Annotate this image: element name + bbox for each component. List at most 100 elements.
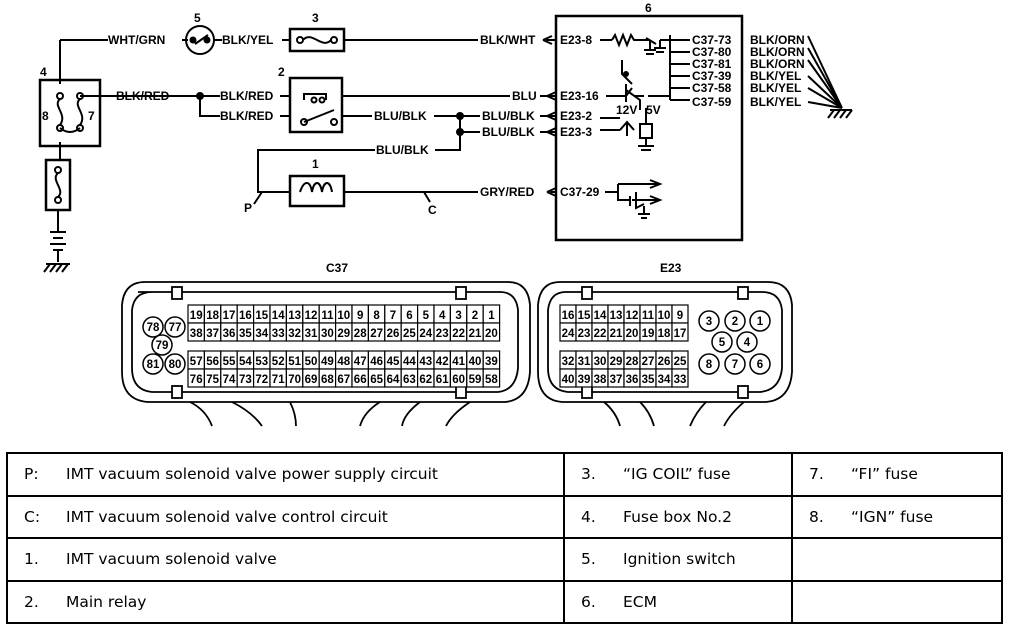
connector-round-pin-number: 6 xyxy=(757,359,763,371)
connector-pin-cell xyxy=(671,368,689,388)
connector-pin-number: 30 xyxy=(321,328,334,340)
terminal-e23-16: E23-16 xyxy=(560,89,599,103)
connector-pin-number: 34 xyxy=(255,328,268,340)
connector-pin-number: 4 xyxy=(439,310,446,322)
connector-pin-number: 49 xyxy=(321,356,334,368)
connector-pin-number: 67 xyxy=(337,374,350,386)
connector-pin-number: 62 xyxy=(419,374,432,386)
connector-pin-number: 34 xyxy=(658,374,671,386)
marker-c: C xyxy=(428,203,437,217)
connector-pin-cell xyxy=(482,322,501,342)
wire-label-blu-blk-e23-2: BLU/BLK xyxy=(482,109,535,123)
connector-round-pin-number: 78 xyxy=(147,322,160,334)
legend-cell: 8.“IGN” fuse xyxy=(791,494,1003,539)
legend-row: P:IMT vacuum solenoid valve power supply… xyxy=(6,452,1003,497)
connector-pin-number: 46 xyxy=(370,356,383,368)
connector-pin-number: 47 xyxy=(354,356,367,368)
wire-label-blu-blk-e23-3: BLU/BLK xyxy=(482,125,535,139)
component-number-7: 7 xyxy=(88,109,95,123)
component-number-2: 2 xyxy=(278,65,285,79)
ground-pin-label: C37-73 xyxy=(692,33,732,47)
connector-pin-number: 37 xyxy=(610,374,623,386)
connector-pin-number: 27 xyxy=(370,328,383,340)
connector-round-pin-number: 8 xyxy=(706,359,713,371)
component-number-8: 8 xyxy=(42,109,49,123)
connector-pin-number: 40 xyxy=(469,356,482,368)
connector-pin-number: 12 xyxy=(305,310,318,322)
connector-pin-number: 40 xyxy=(562,374,575,386)
ground-wire-label: BLK/YEL xyxy=(750,81,801,95)
connector-pin-number: 20 xyxy=(485,328,498,340)
connector-pin-number: 33 xyxy=(272,328,285,340)
legend-cell: 5. Ignition switch xyxy=(563,537,793,582)
connector-pin-number: 64 xyxy=(387,374,400,386)
legend-text: “IGN” fuse xyxy=(851,507,934,526)
connector-pin-number: 15 xyxy=(255,310,268,322)
connector-pin-number: 35 xyxy=(239,328,252,340)
connector-pin-number: 44 xyxy=(403,356,416,368)
connector-pin-number: 37 xyxy=(206,328,219,340)
legend-key: 3. xyxy=(581,465,596,484)
wire-label-blu-blk-relay: BLU/BLK xyxy=(374,109,427,123)
connector-round-pin xyxy=(164,353,186,375)
connector-pin-number: 23 xyxy=(436,328,449,340)
connector-pin-number: 8 xyxy=(373,310,380,322)
connector-pin-number: 42 xyxy=(436,356,449,368)
ground-pin-label: C37-39 xyxy=(692,69,732,83)
legend-text: “FI” fuse xyxy=(851,465,918,484)
legend-row: 1.IMT vacuum solenoid valve 5. Ignition sw… xyxy=(6,537,1003,582)
connector-c37-outline xyxy=(121,281,531,403)
legend-cell: 3.“IG COIL” fuse xyxy=(563,452,793,497)
connector-pin-number: 10 xyxy=(658,310,671,322)
connector-round-pin xyxy=(736,331,758,353)
connector-pin-number: 55 xyxy=(223,356,236,368)
connector-pin-cell xyxy=(671,322,689,342)
connector-pin-number: 32 xyxy=(288,328,301,340)
connector-pin-number: 68 xyxy=(321,374,334,386)
legend-key: 2. xyxy=(24,592,39,611)
connector-pin-number: 17 xyxy=(674,328,687,340)
legend-text: ECM xyxy=(623,592,657,611)
connector-pin-number: 65 xyxy=(370,374,383,386)
legend-text: Ignition switch xyxy=(623,550,736,569)
connector-pin-number: 18 xyxy=(658,328,671,340)
voltage-12v: 12V xyxy=(616,103,637,117)
connector-pin-number: 74 xyxy=(223,374,236,386)
legend-cell: P:IMT vacuum solenoid valve power supply… xyxy=(6,452,565,497)
connector-pin-number: 21 xyxy=(610,328,623,340)
connector-pin-number: 60 xyxy=(452,374,465,386)
connector-pin-number: 73 xyxy=(239,374,252,386)
connector-round-pin xyxy=(698,310,720,332)
connector-round-pin xyxy=(749,310,771,332)
connector-pin-number: 2 xyxy=(472,310,478,322)
component-number-6: 6 xyxy=(645,1,652,15)
connector-round-pin-number: 1 xyxy=(757,316,764,328)
connector-round-pin-number: 3 xyxy=(706,316,712,328)
ground-pin-label: C37-58 xyxy=(692,81,732,95)
connector-pin-number: 6 xyxy=(406,310,412,322)
terminal-c37-29: C37-29 xyxy=(560,185,600,199)
connector-pin-number: 56 xyxy=(206,356,219,368)
legend-key: 1. xyxy=(24,550,39,569)
connector-pin-number: 50 xyxy=(305,356,318,368)
legend-cell: 1.IMT vacuum solenoid valve xyxy=(6,537,565,582)
connector-pin-number: 28 xyxy=(354,328,367,340)
ground-wire-label: BLK/ORN xyxy=(750,57,805,71)
connector-e23-outline xyxy=(537,281,793,403)
connector-pin-number: 22 xyxy=(452,328,465,340)
connector-pin-number: 45 xyxy=(387,356,400,368)
connector-e23-title: E23 xyxy=(660,261,682,275)
connector-round-pin xyxy=(142,316,164,338)
legend-key: 5. xyxy=(581,550,596,569)
connector-c37-title: C37 xyxy=(326,261,348,275)
connector-pin-cell xyxy=(482,368,501,388)
connector-pin-number: 29 xyxy=(610,356,623,368)
connector-pin-number: 26 xyxy=(658,356,671,368)
connector-pin-number: 17 xyxy=(223,310,236,322)
connector-round-pin-number: 5 xyxy=(719,337,726,349)
ground-pin-label: C37-81 xyxy=(692,57,732,71)
legend-cell: 6.ECM xyxy=(563,579,793,624)
connector-pin-number: 32 xyxy=(562,356,575,368)
connector-pin-number: 63 xyxy=(403,374,416,386)
